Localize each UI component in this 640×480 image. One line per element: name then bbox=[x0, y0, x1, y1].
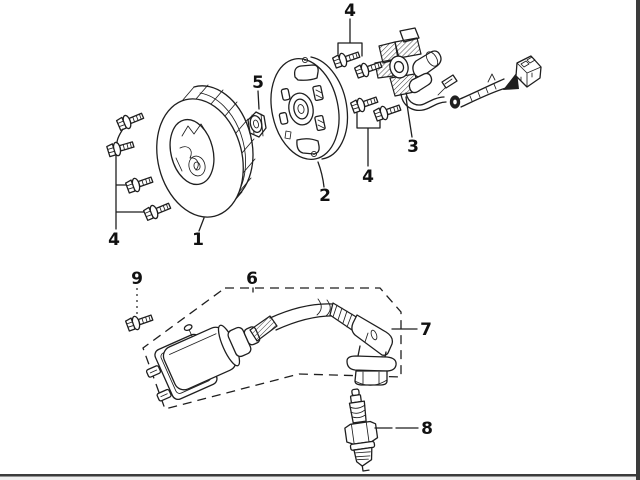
rotor-plate: 2 bbox=[270, 56, 349, 206]
ignition-coil bbox=[145, 324, 261, 402]
rotor-nut: 5 bbox=[247, 73, 267, 138]
callout-8-label: 8 bbox=[421, 419, 433, 439]
callout-4-top-label: 4 bbox=[344, 1, 356, 21]
callout-1-label: 1 bbox=[192, 230, 204, 250]
callout-4-left-label: 4 bbox=[108, 230, 120, 250]
bolt-group-middle: 4 bbox=[349, 93, 403, 187]
callout-9-label: 9 bbox=[131, 269, 143, 289]
stator-assembly: 3 bbox=[374, 27, 542, 157]
spark-plug: 8 bbox=[344, 388, 433, 472]
callout-2-label: 2 bbox=[319, 186, 331, 206]
bolt-group-top: 4 bbox=[331, 1, 384, 80]
spark-plug-cap: 7 bbox=[329, 302, 432, 386]
coil-screw: 9 bbox=[124, 269, 155, 333]
ignition-coil-assembly: 6 bbox=[142, 269, 402, 410]
callout-6-label: 6 bbox=[246, 269, 258, 289]
callout-3-label: 3 bbox=[407, 137, 419, 157]
bolt-group-left: 4 bbox=[105, 109, 173, 250]
callout-5-label: 5 bbox=[252, 73, 264, 93]
callout-7-label: 7 bbox=[420, 320, 432, 340]
callout-4-middle-label: 4 bbox=[362, 167, 374, 187]
flywheel-drum: 1 bbox=[156, 84, 256, 250]
